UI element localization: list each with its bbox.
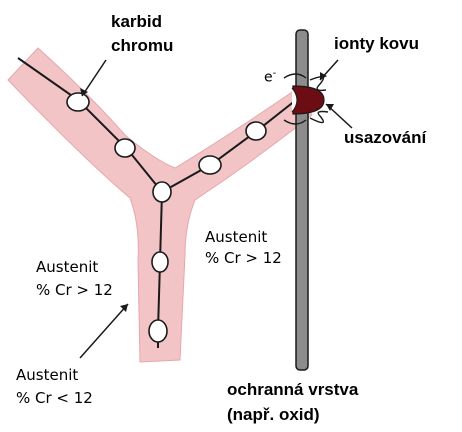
protective-layer-line2: (např. oxid) [227, 405, 320, 424]
austenite-right-line1: Austenit [205, 228, 267, 247]
carbide-particle [246, 122, 266, 140]
protective-layer-line1: ochranná vrstva [227, 380, 358, 399]
carbide-particle [152, 252, 168, 272]
carbide-particle [199, 156, 221, 174]
carbide-particle [67, 93, 89, 111]
electron-symbol: e [264, 70, 273, 86]
ion-flow-arrow [310, 112, 328, 123]
austenite-right-line2: % Cr > 12 [205, 249, 282, 268]
deposition-label: usazování [344, 128, 426, 147]
carbide-leader [82, 60, 106, 96]
electron-charge: - [273, 68, 277, 79]
austenite-left-line2: % Cr > 12 [36, 281, 113, 300]
austenite-leader [80, 304, 128, 358]
carbide-label-line2: chromu [111, 36, 173, 55]
electron-label: e- [264, 64, 276, 88]
austenite-depleted-line1: Austenit [16, 366, 78, 385]
depleted-zone [8, 48, 312, 362]
austenite-left-line1: Austenit [36, 258, 98, 277]
carbide-label-line1: karbid [111, 12, 162, 31]
carbide-particle [153, 182, 171, 202]
austenite-depleted-line2: % Cr < 12 [16, 389, 93, 408]
metal-ions-label: ionty kovu [334, 34, 419, 53]
protective-layer [296, 30, 308, 370]
carbide-particle [115, 139, 135, 157]
carbide-particle [149, 320, 167, 342]
